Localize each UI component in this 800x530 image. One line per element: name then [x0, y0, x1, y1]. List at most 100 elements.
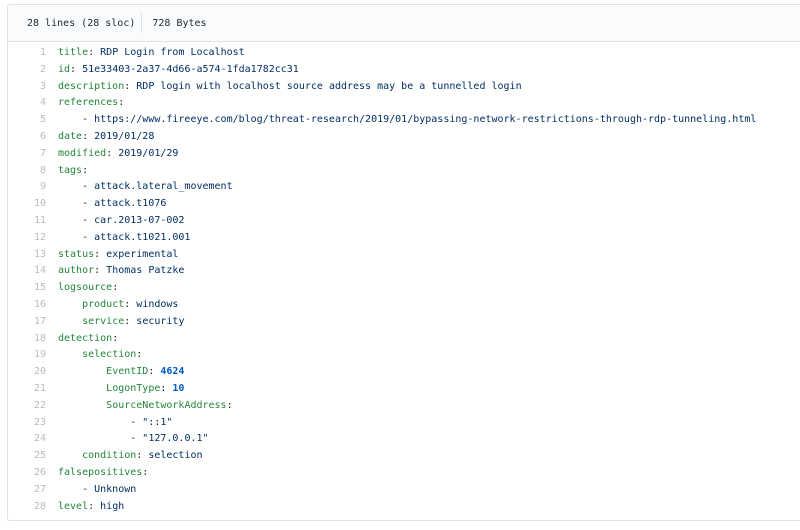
line-number[interactable]: 25	[33, 450, 46, 462]
token-str: windows	[136, 298, 179, 310]
line-number[interactable]: 16	[33, 298, 46, 310]
token-plain	[58, 349, 82, 360]
token-str: https://www.fireeye.com/blog/threat-rese…	[94, 114, 757, 126]
token-str: Thomas Patzke	[106, 265, 185, 277]
code-text: - Unknown	[58, 482, 136, 499]
line-number[interactable]: 7	[39, 147, 46, 159]
code-line: 28 level: high	[8, 499, 800, 516]
code-line: 22 SourceNetworkAddress:	[8, 398, 800, 415]
token-key: product	[82, 298, 125, 310]
code-text: references:	[58, 95, 124, 112]
line-number[interactable]: 17	[33, 315, 46, 327]
code-line: 4 references:	[8, 95, 800, 112]
line-number[interactable]: 15	[33, 282, 46, 294]
token-str: security	[136, 315, 185, 327]
token-plain	[58, 366, 106, 377]
line-number[interactable]: 4	[39, 97, 46, 109]
header-divider	[141, 13, 143, 33]
code-line: 13 status: experimental	[8, 247, 800, 264]
token-plain: :	[124, 315, 137, 327]
token-str: 2019/01/28	[94, 130, 155, 142]
line-number[interactable]: 11	[33, 214, 46, 226]
line-number[interactable]: 14	[33, 265, 46, 277]
line-number[interactable]: 12	[33, 231, 46, 243]
code-line: 12 - attack.t1021.001	[8, 230, 800, 247]
token-num: 10	[172, 382, 185, 394]
code-text: - https://www.fireeye.com/blog/threat-re…	[58, 112, 756, 129]
token-str: selection	[148, 450, 203, 462]
code-line: 24 - "127.0.0.1"	[8, 431, 800, 448]
token-str: Unknown	[94, 483, 137, 495]
token-key: falsepositives	[58, 466, 143, 478]
line-number[interactable]: 10	[33, 198, 46, 210]
code-text: level: high	[58, 499, 124, 516]
code-text: status: experimental	[58, 247, 178, 264]
token-plain: :	[88, 47, 101, 58]
line-number[interactable]: 28	[33, 500, 46, 512]
token-plain: -	[58, 214, 95, 226]
token-str: car.2013-07-002	[94, 214, 185, 226]
token-plain: :	[124, 298, 137, 310]
token-str: 2019/01/29	[118, 147, 179, 159]
code-text: - attack.t1076	[58, 196, 166, 213]
token-plain: :	[70, 63, 83, 75]
line-number[interactable]: 20	[33, 366, 46, 378]
token-plain: :	[136, 349, 143, 361]
line-number[interactable]: 19	[33, 349, 46, 361]
code-text: id: 51e33403-2a37-4d66-a574-1fda1782cc31	[58, 62, 299, 79]
line-number[interactable]: 21	[33, 382, 46, 394]
token-key: author	[58, 265, 95, 277]
token-plain: :	[94, 248, 107, 260]
token-plain: :	[142, 466, 149, 478]
token-key: SourceNetworkAddress	[106, 399, 227, 411]
code-line: 18 detection:	[8, 331, 800, 348]
code-line: 21 LogonType: 10	[8, 381, 800, 398]
token-key: condition	[82, 450, 137, 462]
code-line: 1 title: RDP Login from Localhost	[8, 45, 800, 62]
file-size-info: 728 Bytes	[152, 17, 207, 29]
token-str: attack.t1021.001	[94, 231, 191, 243]
code-text: falsepositives:	[58, 465, 148, 482]
code-text: detection:	[58, 331, 118, 348]
code-text: - attack.lateral_movement	[58, 179, 233, 196]
line-number[interactable]: 8	[39, 164, 46, 176]
line-number[interactable]: 3	[39, 80, 46, 92]
code-line: 25 condition: selection	[8, 448, 800, 465]
line-number[interactable]: 5	[39, 114, 46, 126]
code-line: 16 product: windows	[8, 297, 800, 314]
token-key: logsource	[58, 282, 113, 294]
line-number[interactable]: 27	[33, 483, 46, 495]
token-key: tags	[58, 164, 83, 176]
code-text: - "::1"	[58, 415, 172, 432]
token-plain: :	[82, 164, 89, 176]
line-number[interactable]: 18	[33, 332, 46, 344]
line-number[interactable]: 26	[33, 466, 46, 478]
line-number[interactable]: 1	[39, 47, 46, 58]
code-line: 8 tags:	[8, 163, 800, 180]
code-text: EventID: 4624	[58, 364, 184, 381]
code-text: - "127.0.0.1"	[58, 431, 208, 448]
line-number[interactable]: 23	[33, 416, 46, 428]
token-plain: :	[136, 450, 149, 462]
code-line: 2 id: 51e33403-2a37-4d66-a574-1fda1782cc3…	[8, 62, 800, 79]
token-str: attack.t1076	[94, 198, 167, 210]
line-number[interactable]: 9	[39, 181, 46, 193]
token-plain: -	[58, 231, 95, 243]
token-key: references	[58, 97, 119, 109]
line-number[interactable]: 2	[39, 63, 46, 75]
code-text: tags:	[58, 163, 88, 180]
line-number[interactable]: 22	[33, 399, 46, 411]
code-line: 19 selection:	[8, 347, 800, 364]
token-plain	[58, 400, 106, 411]
code-text: LogonType: 10	[58, 381, 184, 398]
line-number[interactable]: 6	[39, 130, 46, 142]
line-number[interactable]: 24	[33, 433, 46, 445]
token-plain	[58, 316, 82, 327]
code-text: title: RDP Login from Localhost	[58, 45, 245, 62]
line-number[interactable]: 13	[33, 248, 46, 260]
code-blob: 1 title: RDP Login from Localhost 2 id: 51e…	[8, 42, 800, 520]
code-text: condition: selection	[58, 448, 203, 465]
